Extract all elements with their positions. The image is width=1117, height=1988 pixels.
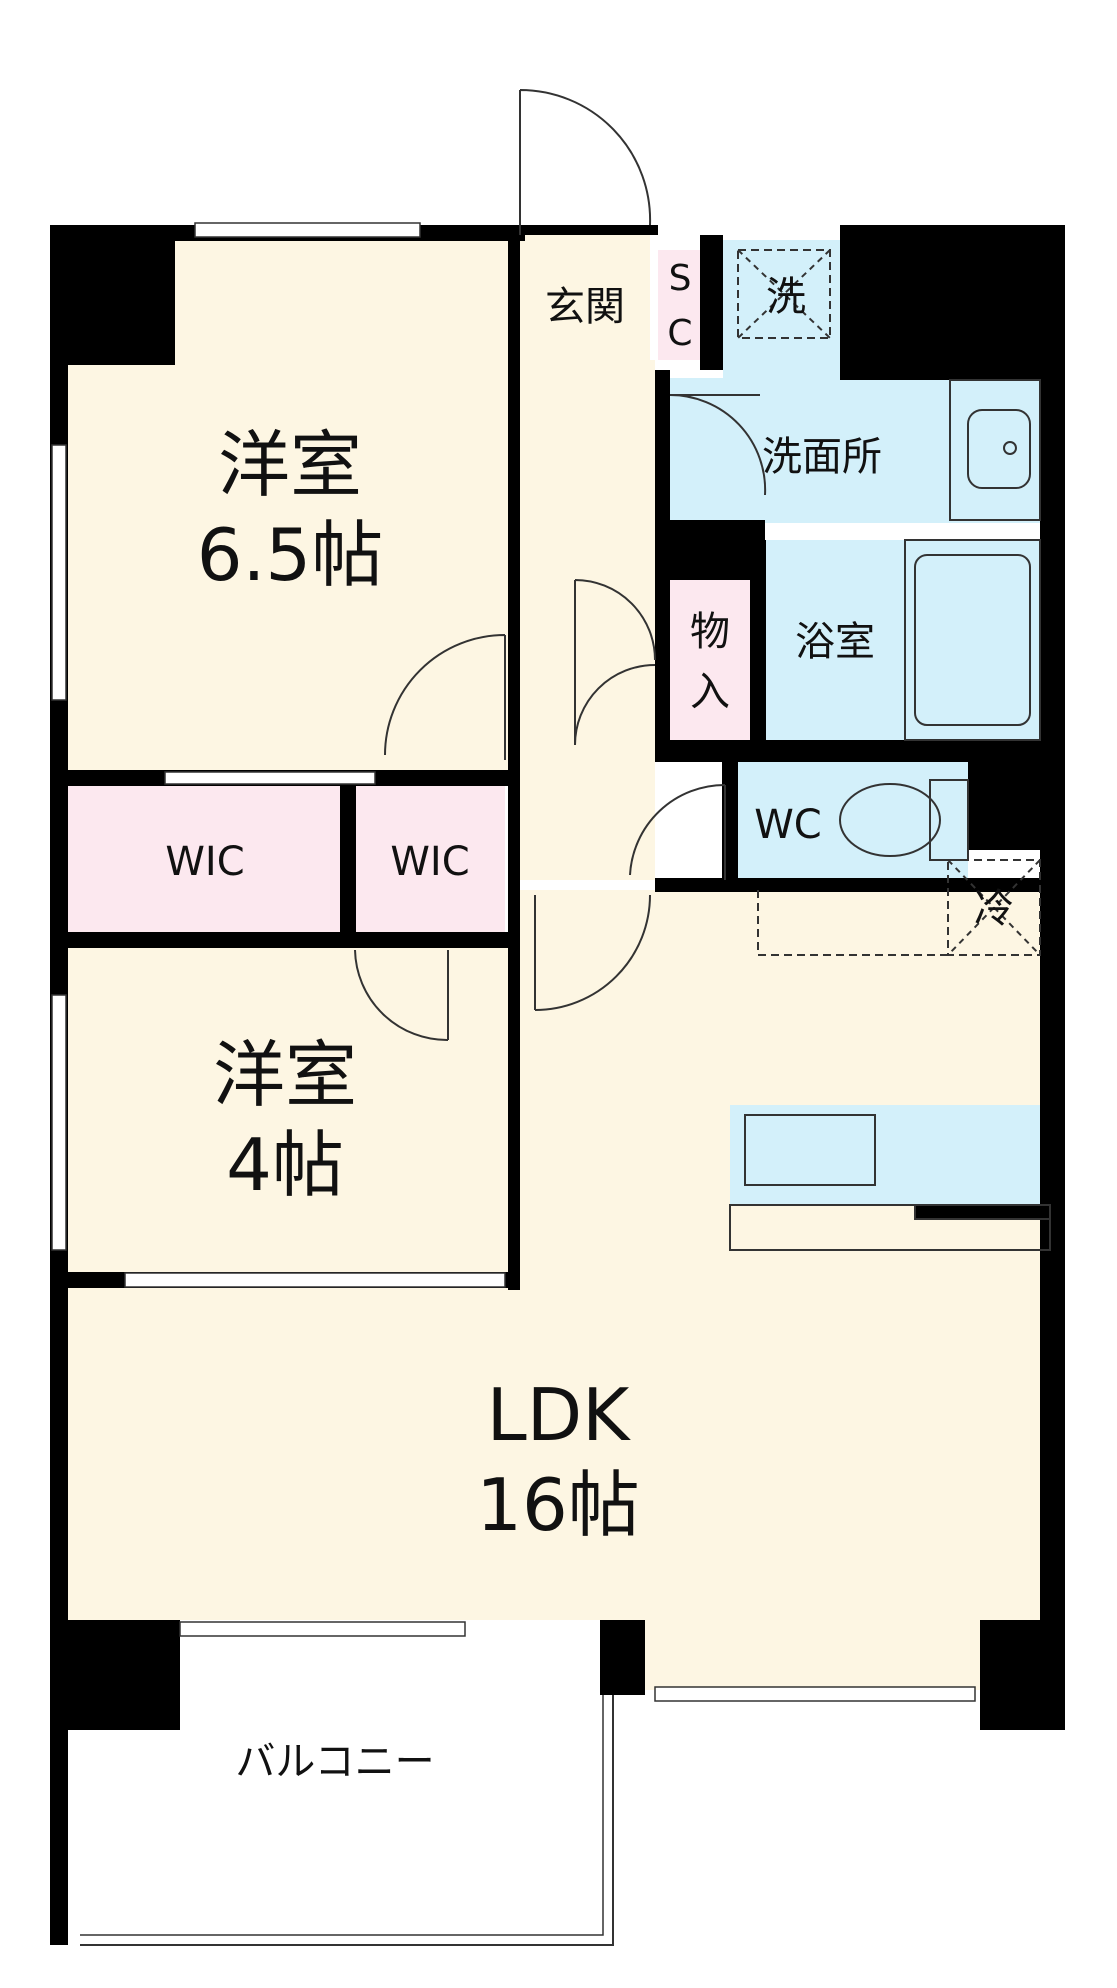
fridge-diag-2 xyxy=(947,859,1041,956)
room-fills xyxy=(60,235,1050,1690)
counter-dashed xyxy=(757,890,948,956)
window-wic-top xyxy=(164,771,376,785)
sink-basin xyxy=(967,409,1031,489)
window-room1-top xyxy=(194,222,421,238)
wic-1-floor xyxy=(60,785,340,935)
wall-top-right xyxy=(840,225,1065,380)
wall-wic-divider xyxy=(340,778,356,938)
door-entrance xyxy=(519,89,652,235)
sink-drain xyxy=(1003,441,1017,455)
window-ldk-bottom-right xyxy=(654,1686,976,1702)
window-ldk-bottom-left xyxy=(179,1621,466,1637)
wall-bath-bottom xyxy=(655,740,1065,762)
window-room2-left xyxy=(51,994,67,1251)
door-room2 xyxy=(354,949,449,1042)
wic-1-label: WIC xyxy=(165,839,244,885)
room1-size: 6.5帖 xyxy=(197,513,384,597)
washroom-label: 洗面所 xyxy=(762,434,882,480)
wall-sc-right xyxy=(700,235,723,370)
washer-label: 洗 xyxy=(766,274,806,320)
fridge-box xyxy=(947,859,1041,956)
fridge-label: 冷 xyxy=(974,886,1014,932)
balcony-rail-inner xyxy=(80,1690,604,1936)
ldk-size: 16帖 xyxy=(476,1463,640,1547)
western-room-2-floor xyxy=(60,945,510,1275)
toilet-label: WC xyxy=(754,802,821,848)
wall-corner-bl xyxy=(50,1620,180,1730)
toilet-bowl xyxy=(839,783,941,857)
labels: 洋室 6.5帖 洋室 4帖 LDK 16帖 WIC WIC 玄関 S C 洗 洗… xyxy=(165,258,1014,1785)
sink-unit xyxy=(949,379,1041,521)
door-storage xyxy=(574,579,656,746)
wic-2-label: WIC xyxy=(390,839,469,885)
storage-label-1: 物 xyxy=(690,609,730,655)
wall-toilet-right xyxy=(968,740,1065,850)
entrance-floor xyxy=(520,235,650,365)
wall-corner-bm xyxy=(600,1620,645,1695)
kitchen-sink xyxy=(744,1114,876,1186)
door-washroom xyxy=(669,393,767,496)
room2-size: 4帖 xyxy=(226,1123,344,1207)
wall-wic-bottom xyxy=(50,932,520,948)
wic-2-floor xyxy=(355,785,505,935)
doors xyxy=(354,89,767,1042)
kitchen-wall-strip xyxy=(914,1204,1051,1220)
door-toilet xyxy=(629,783,726,880)
fixtures xyxy=(729,249,1051,1251)
bathroom-floor xyxy=(765,540,1040,740)
shoe-closet-label-1: S xyxy=(669,258,692,299)
windows xyxy=(51,222,976,1702)
wall-right xyxy=(1040,225,1065,1725)
room2-name: 洋室 xyxy=(213,1033,357,1117)
balcony-label: バルコニー xyxy=(235,1739,434,1785)
balcony-rail xyxy=(80,1690,614,1946)
door-room1 xyxy=(384,634,506,760)
window-room2-bottom xyxy=(124,1272,506,1288)
wall-corner-tl xyxy=(50,225,175,365)
storage-label-2: 入 xyxy=(690,669,730,715)
washer-box xyxy=(737,249,831,339)
wall-corner-br xyxy=(980,1620,1065,1730)
bathtub-inner xyxy=(914,554,1031,726)
wall-bottom-ldk xyxy=(50,1620,120,1636)
washroom-floor xyxy=(668,378,1040,523)
wall-washroom-bottom xyxy=(655,520,765,580)
storage-floor xyxy=(668,580,753,745)
entrance-label: 玄関 xyxy=(545,284,625,330)
kitchen-cabinet xyxy=(729,1204,1051,1251)
bathroom-label: 浴室 xyxy=(795,619,875,665)
wall-entrance-top xyxy=(508,225,658,235)
bathtub-outer xyxy=(904,539,1041,741)
kitchen-counter xyxy=(730,1105,1050,1205)
washer-floor xyxy=(723,240,843,380)
shoe-closet-floor xyxy=(658,250,700,360)
ldk-name: LDK xyxy=(487,1373,632,1457)
wall-ldk-top xyxy=(655,878,1065,892)
wall-mid-vertical xyxy=(508,225,520,1290)
shoe-closet-label-2: C xyxy=(667,313,692,354)
door-ldk xyxy=(534,894,651,1011)
room1-name: 洋室 xyxy=(218,423,362,507)
wall-storage-right xyxy=(750,540,766,745)
window-room1-left xyxy=(51,444,67,701)
hallway-floor xyxy=(520,360,655,880)
ldk-floor-main xyxy=(60,1275,1050,1620)
